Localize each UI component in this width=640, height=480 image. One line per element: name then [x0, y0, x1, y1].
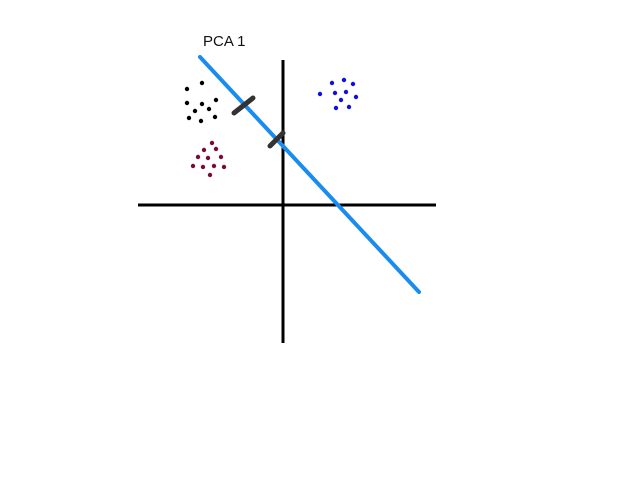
black-cluster-point — [199, 101, 205, 107]
maroon-cluster-point — [218, 154, 224, 160]
black-cluster-point — [192, 108, 198, 114]
maroon-cluster-point — [221, 164, 227, 170]
projection-mark-black-cluster — [231, 95, 256, 116]
maroon-cluster-point — [209, 140, 215, 146]
black-cluster-point — [199, 80, 205, 86]
blue-cluster-point — [350, 81, 356, 87]
black-cluster-point — [184, 100, 190, 106]
maroon-cluster-point — [190, 163, 196, 169]
blue-cluster-point — [353, 94, 359, 100]
blue-cluster-point — [333, 105, 339, 111]
pca-axis-label: PCA 1 — [203, 33, 246, 50]
black-cluster-point — [206, 106, 212, 112]
maroon-cluster-point — [201, 147, 207, 153]
maroon-cluster-point — [213, 146, 219, 152]
projection-mark-origin — [267, 130, 286, 149]
blue-cluster-point — [329, 80, 335, 86]
blue-cluster-point — [317, 91, 323, 97]
blue-cluster-point — [346, 104, 352, 110]
maroon-cluster-point — [200, 164, 206, 170]
black-cluster-point — [186, 115, 192, 121]
black-cluster-point — [198, 118, 204, 124]
maroon-cluster-point — [195, 154, 201, 160]
maroon-cluster-point — [207, 172, 213, 178]
black-cluster-point — [212, 114, 218, 120]
pca1-line — [198, 55, 421, 294]
maroon-cluster-point — [205, 155, 211, 161]
blue-cluster-point — [338, 97, 344, 103]
black-cluster-point — [213, 97, 219, 103]
maroon-cluster-point — [211, 163, 217, 169]
blue-cluster-point — [341, 77, 347, 83]
black-cluster-point — [184, 86, 190, 92]
blue-cluster-point — [343, 89, 349, 95]
blue-cluster-point — [332, 90, 338, 96]
